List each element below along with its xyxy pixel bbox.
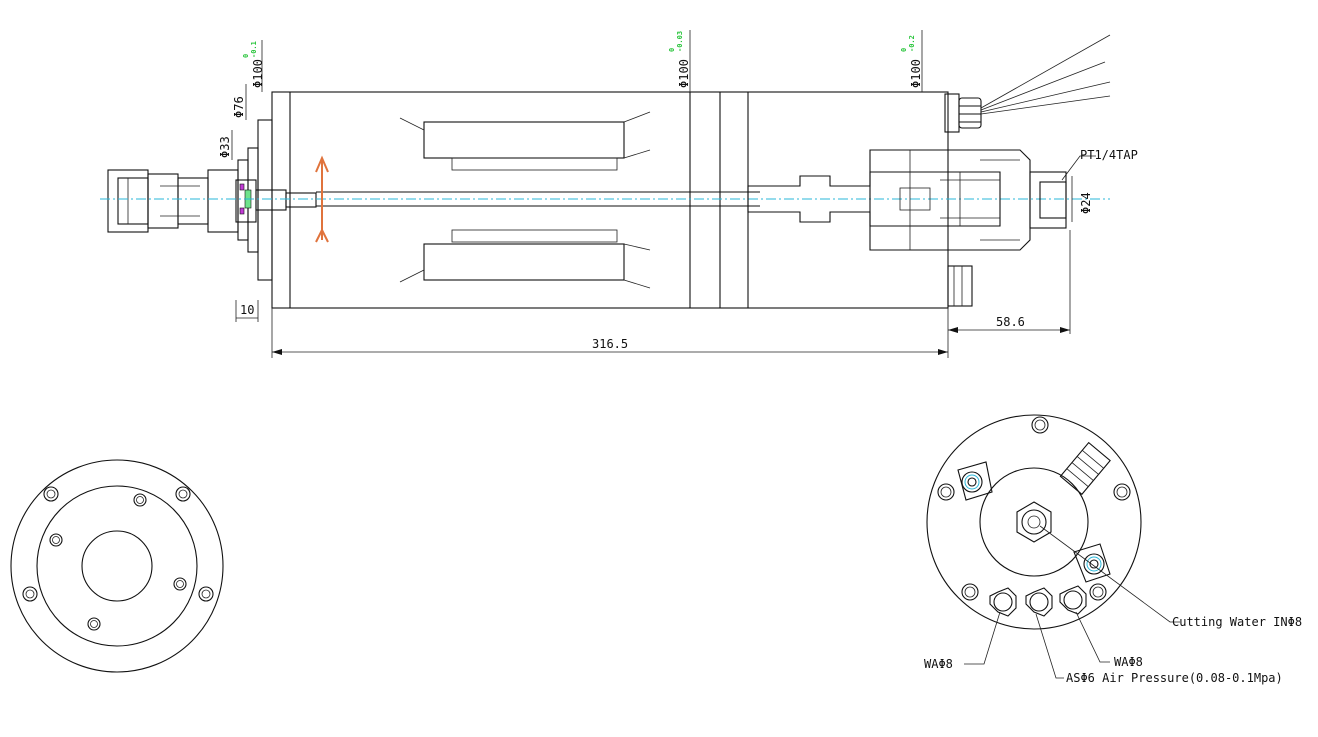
dia-front-tol-upper: 0 bbox=[242, 54, 250, 58]
rear-view: Cutting Water INΦ8 WAΦ8 WAΦ8 ASΦ6 Air Pr… bbox=[924, 414, 1302, 685]
dia-mid-tol-lower: -0.03 bbox=[676, 31, 684, 52]
water-left-callout: WAΦ8 bbox=[924, 657, 953, 671]
rotary-joint bbox=[747, 149, 1067, 251]
stator-windings bbox=[399, 111, 651, 289]
dim-flange-label: 10 bbox=[240, 303, 254, 317]
thread-label: PT1/4TAP bbox=[1080, 148, 1138, 162]
rotation-arrow-icon bbox=[315, 155, 329, 243]
dia-front-tol-lower: -0.1 bbox=[250, 41, 258, 58]
front-view bbox=[10, 459, 224, 673]
dim-rear-label: 58.6 bbox=[996, 315, 1025, 329]
dia-76-label: Φ76 bbox=[232, 96, 246, 118]
side-view: Φ100 0 -0.1 Φ76 Φ33 Φ100 0 -0.03 Φ100 0 … bbox=[100, 30, 1138, 358]
collet-nut bbox=[107, 169, 317, 233]
dia-mid-tol-upper: 0 bbox=[668, 48, 676, 52]
air-fitting bbox=[947, 265, 973, 307]
dia-rear-tol-lower: -0.2 bbox=[908, 35, 916, 52]
dia-mid-label: Φ100 bbox=[677, 59, 691, 88]
dia-33-label: Φ33 bbox=[218, 136, 232, 158]
dim-total-label: 316.5 bbox=[592, 337, 628, 351]
port-diameter-label: Φ24 bbox=[1079, 192, 1093, 214]
front-flange bbox=[257, 119, 273, 281]
dia-rear-tol-upper: 0 bbox=[900, 48, 908, 52]
cable-gland bbox=[944, 34, 1111, 133]
spindle-housing bbox=[271, 91, 949, 309]
dia-rear-label: Φ100 bbox=[909, 59, 923, 88]
cutting-water-callout: Cutting Water INΦ8 bbox=[1172, 615, 1302, 629]
dia-front-label: Φ100 bbox=[251, 59, 265, 88]
water-right-callout: WAΦ8 bbox=[1114, 655, 1143, 669]
air-pressure-callout: ASΦ6 Air Pressure(0.08-0.1Mpa) bbox=[1066, 671, 1283, 685]
